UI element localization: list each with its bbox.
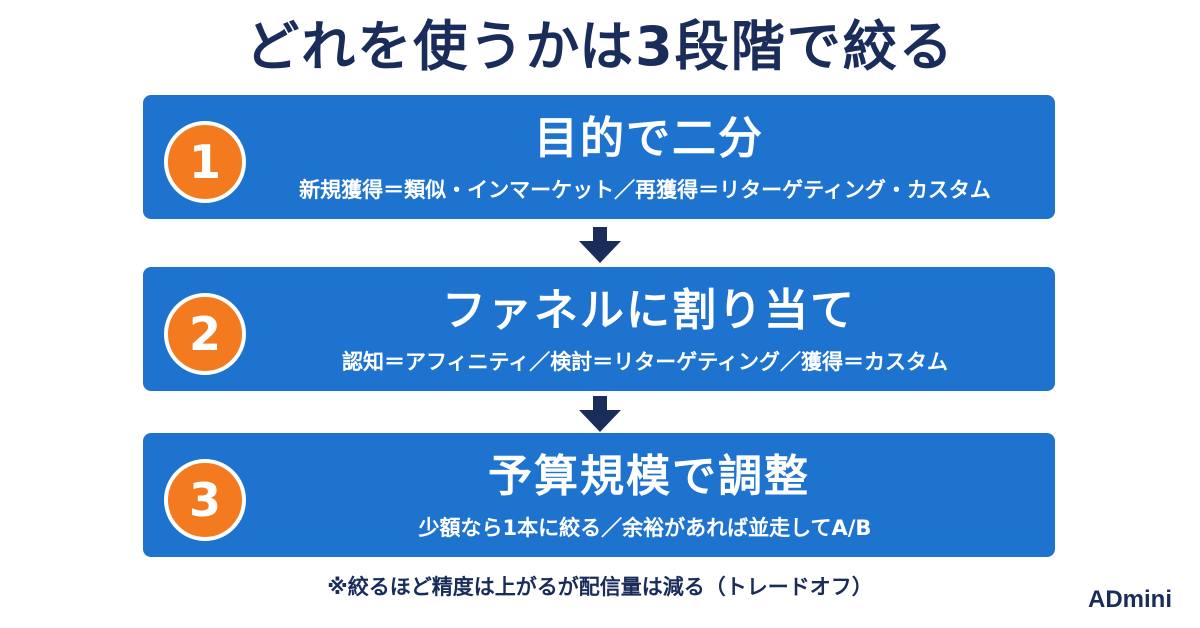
step-1-number-badge: 1: [164, 121, 246, 203]
step-1-box: 1 目的で二分 新規獲得＝類似・インマーケット／再獲得＝リターゲティング・カスタ…: [143, 95, 1055, 219]
step-1-title: 目的で二分: [534, 113, 764, 164]
brand-logo-text: ADmini: [1088, 586, 1172, 613]
step-3-number-badge: 3: [164, 459, 246, 541]
step-2-box: 2 ファネルに割り当て 認知＝アフィニティ／検討＝リターゲティング／獲得＝カスタ…: [143, 267, 1055, 391]
step-3-subtitle: 少額なら1本に絞る／余裕があれば並走してA/B: [418, 516, 872, 540]
step-2-subtitle: 認知＝アフィニティ／検討＝リターゲティング／獲得＝カスタム: [341, 350, 949, 374]
step-1-subtitle: 新規獲得＝類似・インマーケット／再獲得＝リターゲティング・カスタム: [299, 178, 991, 202]
down-arrow-icon: [579, 227, 621, 263]
footnote: ※絞るほど精度は上がるが配信量は減る（トレードオフ）: [327, 575, 873, 599]
step-3-box: 3 予算規模で調整 少額なら1本に絞る／余裕があれば並走してA/B: [143, 433, 1055, 557]
down-arrow-icon: [579, 396, 621, 432]
step-2-title: ファネルに割り当て: [442, 285, 856, 336]
step-2-number-badge: 2: [164, 293, 246, 375]
page-title: どれを使うかは3段階で絞る: [245, 15, 955, 78]
step-3-title: 予算規模で調整: [488, 451, 810, 502]
